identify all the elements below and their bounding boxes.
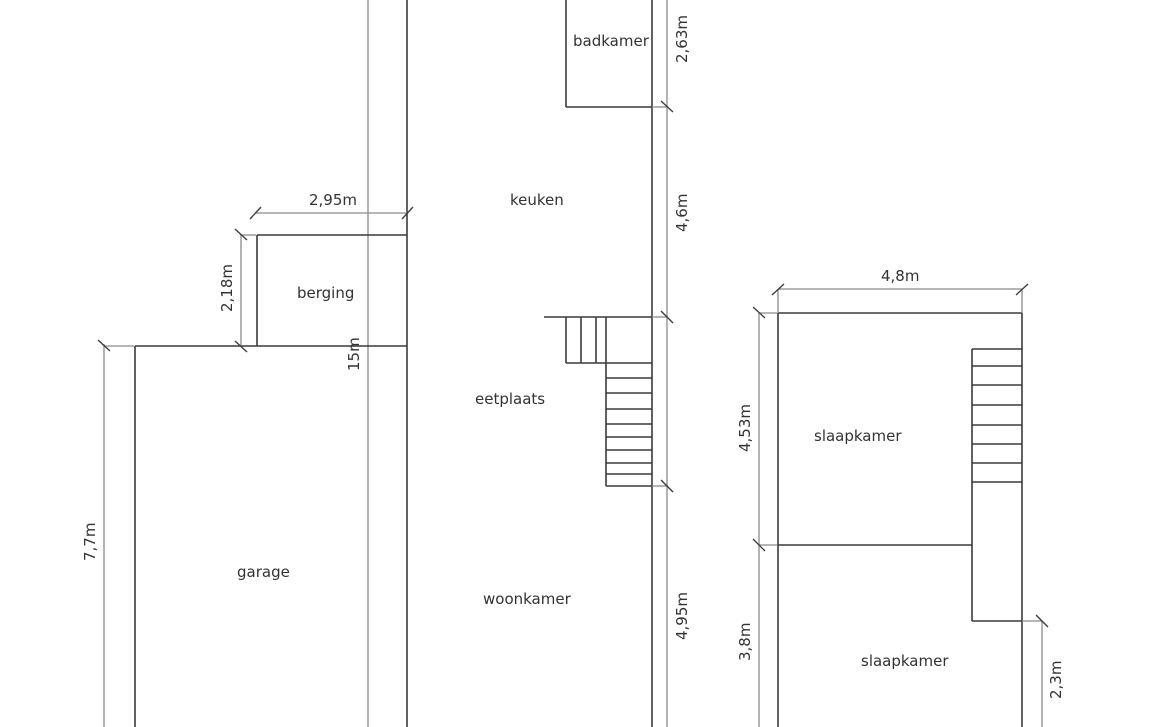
dimension-badkamer-height: 2,63m: [673, 14, 691, 63]
ground-floor-middle: [544, 0, 674, 727]
dimension-total-length: 15m: [345, 337, 363, 371]
room-label-woonkamer: woonkamer: [483, 590, 571, 608]
room-label-berging: berging: [297, 284, 355, 302]
room-label-badkamer: badkamer: [573, 32, 649, 50]
dimension-garage-height: 7,7m: [81, 522, 99, 561]
room-label-keuken: keuken: [510, 191, 564, 209]
dimension-slaapkamer-2-height: 3,8m: [736, 622, 754, 661]
dimension-slaapkamer-1-height: 4,53m: [736, 403, 754, 452]
dimension-upper-width: 4,8m: [881, 267, 920, 285]
dimension-berging-height: 2,18m: [218, 263, 236, 312]
ground-floor-left: [97, 0, 414, 727]
upper-floor: [752, 283, 1049, 727]
room-label-slaapkamer-2: slaapkamer: [861, 652, 949, 670]
room-label-slaapkamer-1: slaapkamer: [814, 427, 902, 445]
dimension-stair-offset: 2,3m: [1047, 660, 1065, 699]
room-label-garage: garage: [237, 563, 290, 581]
dimension-berging-width: 2,95m: [309, 191, 358, 209]
dimension-keuken-height: 4,6m: [673, 193, 691, 232]
dimension-woonkamer-height: 4,95m: [673, 591, 691, 640]
room-label-eetplaats: eetplaats: [475, 390, 546, 408]
